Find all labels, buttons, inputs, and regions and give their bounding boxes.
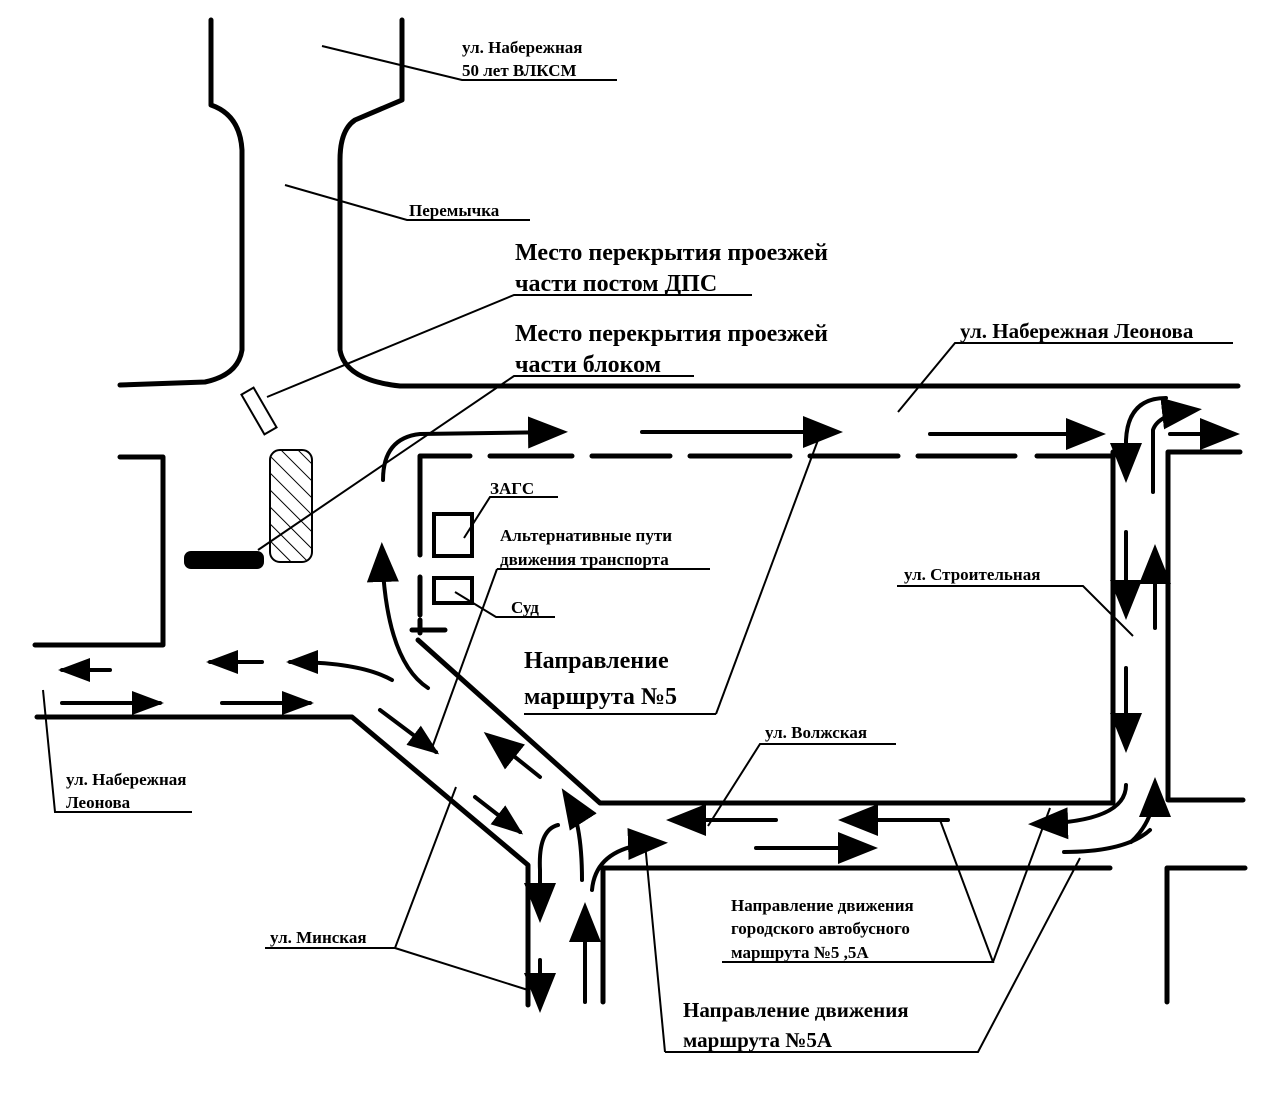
- arrow-diag-down-right-2: [473, 795, 524, 835]
- label-naberezhnaya-50-2: 50 лет ВЛКСМ: [462, 61, 577, 80]
- label-minskaya: ул. Минская: [270, 928, 367, 947]
- leader-lines: [42, 45, 1233, 1053]
- label-bus-3: маршрута №5 ,5А: [731, 943, 869, 962]
- label-naberezhnaya-50-1: ул. Набережная: [462, 38, 582, 57]
- label-alt-1: Альтернативные пути: [500, 526, 672, 545]
- label-dps-1: Место перекрытия проезжей: [515, 240, 828, 266]
- arrow-bottom-corner-turn: [1028, 783, 1128, 840]
- arrow-turn-minskaya-down: [524, 823, 560, 923]
- label-route5-1: Направление: [524, 648, 669, 674]
- bottom-block-edge: [600, 865, 1113, 1005]
- map-labels: ул. Набережная 50 лет ВЛКСМ Перемычка Ме…: [66, 38, 1194, 1052]
- road-barrier-block: [184, 551, 264, 569]
- label-sud: Суд: [511, 598, 539, 617]
- dps-post-marker: [240, 386, 278, 436]
- label-route5a-1: Направление движения: [683, 998, 909, 1022]
- label-route5-2: маршрута №5: [524, 684, 677, 710]
- label-zags: ЗАГС: [490, 479, 534, 498]
- label-alt-2: движения транспорта: [500, 550, 669, 569]
- sud-building: [432, 576, 474, 605]
- label-leonova-left-2: Леонова: [66, 793, 131, 812]
- peremychka-left-edge: [117, 17, 245, 388]
- label-bus-2: городского автобусного: [731, 919, 910, 938]
- naberezhnaya-lower-edge: [34, 714, 531, 1008]
- label-stroitelnaya: ул. Строительная: [904, 565, 1040, 584]
- arrow-diag-up-left: [483, 732, 542, 779]
- arrow-bottom-corner-from-right: [1062, 828, 1152, 854]
- label-leonova-left-1: ул. Набережная: [66, 770, 186, 789]
- label-volzhskaya: ул. Волжская: [765, 723, 867, 742]
- arrow-turn-volzh-east: [590, 828, 668, 892]
- right-upper-block: [1165, 449, 1246, 803]
- central-block-dashed-border: [409, 453, 1116, 633]
- road-edges: [32, 17, 1248, 1008]
- arrow-corner-turn-up: [1151, 397, 1202, 494]
- label-bus-1: Направление движения: [731, 896, 914, 915]
- left-block-edge: [32, 454, 166, 648]
- zags-building: [432, 512, 474, 558]
- label-block-2: части блоком: [515, 352, 661, 378]
- arrow-north-turn: [381, 416, 568, 482]
- traffic-arrows: [58, 396, 1240, 1013]
- peremychka-right-edge: [337, 17, 1241, 389]
- arrow-corner-turn-down: [1110, 396, 1168, 483]
- hatched-block: [269, 449, 313, 563]
- central-block-bottom: [415, 449, 1116, 806]
- label-dps-2: части постом ДПС: [515, 271, 717, 297]
- label-naberezhnaya-leonova-top: ул. Набережная Леонова: [960, 319, 1194, 343]
- arrow-west-curve: [286, 650, 394, 682]
- right-lower-block: [1164, 865, 1248, 1005]
- label-block-1: Место перекрытия проезжей: [515, 321, 828, 347]
- arrow-curve-up: [366, 542, 430, 690]
- arrow-diag-down-right-1: [378, 708, 440, 755]
- arrow-turn-minskaya-up: [561, 788, 597, 882]
- label-route5a-2: маршрута №5А: [683, 1028, 833, 1052]
- label-peremychka: Перемычка: [409, 201, 500, 220]
